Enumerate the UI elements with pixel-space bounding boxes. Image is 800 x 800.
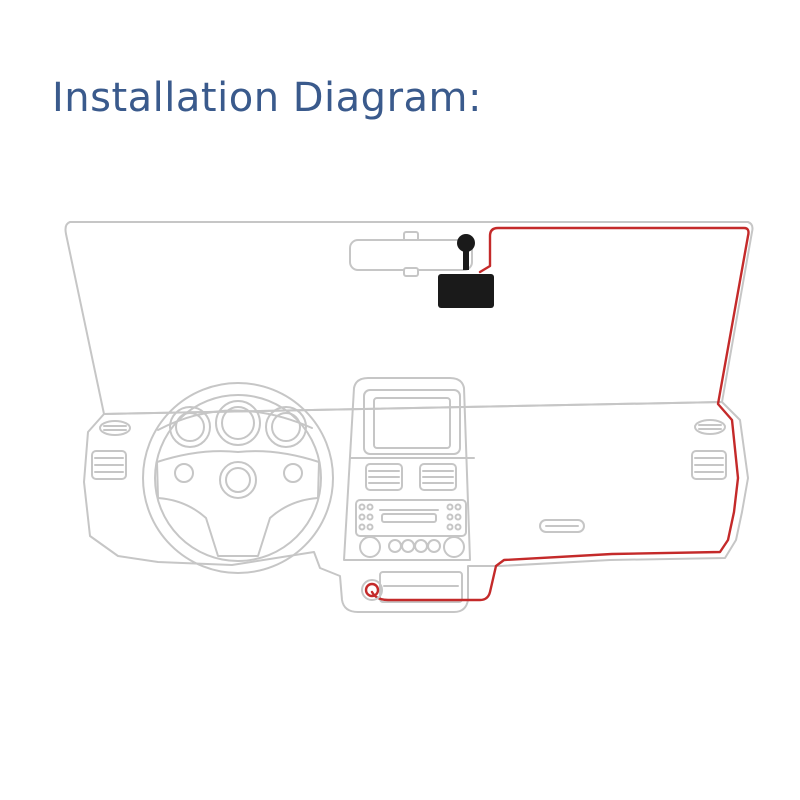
right-speaker-grill xyxy=(698,424,722,430)
steering-wheel-hub-inner xyxy=(225,467,251,493)
center-gauge-inner xyxy=(221,406,255,440)
steering-wheel-inner xyxy=(154,394,322,562)
rearview-mirror-base xyxy=(403,267,419,277)
page-title: Installation Diagram: xyxy=(52,75,482,121)
power-cable-route xyxy=(370,226,750,602)
infotainment-screen xyxy=(373,397,451,449)
right-gauge xyxy=(265,406,307,448)
steering-left-button xyxy=(174,463,194,483)
right-speaker xyxy=(694,419,726,435)
dashboard-outline xyxy=(83,401,749,613)
center-right-vent xyxy=(419,463,457,491)
steering-right-button xyxy=(283,463,303,483)
cigarette-lighter-socket xyxy=(364,582,380,598)
left-button-grid xyxy=(358,503,374,531)
steering-wheel-hub xyxy=(219,461,257,499)
right-gauge-inner xyxy=(271,412,301,442)
left-gauge-inner xyxy=(175,412,205,442)
left-gauge xyxy=(169,406,211,448)
center-left-vent xyxy=(365,463,403,491)
steering-wheel-spokes xyxy=(156,450,320,557)
left-speaker xyxy=(99,420,131,436)
glovebox-handle xyxy=(539,519,585,533)
left-side-vent xyxy=(91,450,127,480)
center-gauge xyxy=(215,400,261,446)
infotainment-bezel xyxy=(363,389,461,455)
center-console xyxy=(343,377,471,561)
climate-panel xyxy=(355,499,467,537)
right-knob xyxy=(443,536,465,558)
left-knob xyxy=(359,536,381,558)
right-button-grid xyxy=(446,503,462,531)
storage-tray xyxy=(379,571,463,603)
instrument-hood xyxy=(157,409,313,431)
left-speaker-grill xyxy=(103,425,127,431)
right-side-vent xyxy=(691,450,727,480)
lower-button-row xyxy=(388,539,441,553)
rearview-mirror xyxy=(349,239,473,271)
steering-wheel-outer xyxy=(142,382,334,574)
camera-suction-mount xyxy=(457,234,475,252)
camera-bracket xyxy=(463,250,469,270)
cd-slot xyxy=(381,513,437,523)
dash-camera xyxy=(438,274,494,308)
cigarette-lighter-outer xyxy=(361,579,383,601)
